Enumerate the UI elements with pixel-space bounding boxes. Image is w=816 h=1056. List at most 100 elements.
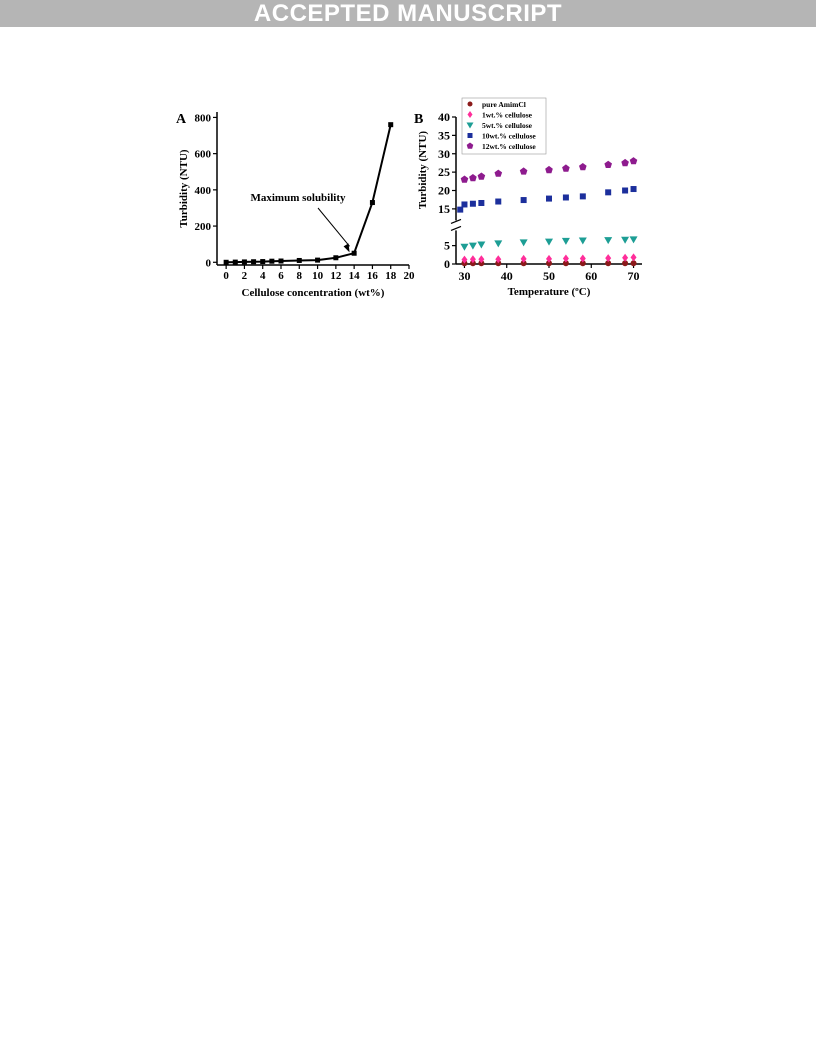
data-point-b-series-1 [546, 260, 552, 267]
data-point-b-series-2 [495, 255, 502, 264]
x-tick-label-a: 10 [312, 270, 324, 282]
y-tick-label-a: 600 [195, 149, 212, 161]
data-point-b-series-3 [545, 238, 553, 246]
y-tick-label-b: 25 [438, 165, 450, 179]
data-point-b-series-4 [562, 194, 569, 201]
y-axis-break-mark-b [450, 218, 462, 224]
legend-label-b: 12wt.% cellulose [482, 142, 536, 151]
data-point-b-series-3 [460, 243, 469, 251]
legend-label-b: 5wt.% cellulose [482, 121, 533, 130]
data-point-b-series-1 [579, 260, 586, 267]
x-tick-label-b: 70 [628, 269, 640, 283]
data-point-a [232, 259, 238, 265]
data-point-a [351, 250, 357, 256]
legend-marker-b [467, 101, 473, 107]
data-point-b-series-3 [477, 241, 486, 249]
x-tick-label-a: 14 [349, 270, 361, 282]
y-tick-label-a: 0 [206, 257, 212, 269]
data-point-a [251, 259, 257, 265]
data-point-b-series-2 [622, 253, 629, 262]
data-point-b-series-3 [629, 236, 638, 244]
y-axis-break-mark-b [450, 225, 462, 231]
x-axis-title-a: Cellulose concentration (wt%) [242, 287, 385, 299]
data-point-b-series-3 [519, 239, 528, 247]
y-tick-label-b: 0 [444, 257, 450, 271]
data-point-b-series-2 [469, 255, 476, 264]
x-tick-label-a: 4 [260, 270, 266, 282]
data-point-b-series-2 [562, 254, 569, 263]
data-point-b-series-2 [605, 254, 612, 263]
y-axis-title-a: Turbidity (NTU) [178, 149, 190, 227]
y-tick-label-b: 20 [438, 184, 450, 198]
data-point-b-series-4 [520, 197, 527, 204]
y-tick-label-b: 15 [438, 202, 450, 216]
data-point-b-series-2 [630, 253, 637, 262]
x-tick-label-a: 0 [223, 270, 229, 282]
legend-marker-b [467, 111, 473, 118]
data-point-b-series-1 [495, 260, 502, 267]
data-point-b-series-4 [546, 195, 552, 202]
x-tick-label-a: 18 [385, 270, 397, 282]
legend-label-b: 10wt.% cellulose [482, 132, 536, 141]
legend-label-b: pure AmimCl [482, 100, 526, 109]
data-point-b-series-3 [494, 240, 503, 248]
data-point-b-series-4 [630, 186, 637, 193]
data-point-b-series-3 [561, 237, 570, 245]
panel-label-b: B [414, 112, 423, 127]
y-tick-label-b: 40 [438, 110, 450, 124]
data-point-a [260, 259, 266, 265]
x-tick-label-b: 30 [458, 269, 470, 283]
y-tick-label-a: 200 [195, 221, 212, 233]
x-tick-label-a: 12 [330, 270, 342, 282]
data-point-b-series-5 [494, 169, 503, 177]
data-point-b-series-5 [469, 174, 477, 182]
annotation-text-a: Maximum solubility [250, 192, 346, 204]
data-point-b-series-1 [622, 260, 629, 267]
data-point-b-series-1 [478, 260, 485, 267]
data-point-b-series-4 [605, 189, 612, 196]
data-point-b-series-2 [546, 254, 552, 263]
legend-label-b: 1wt.% cellulose [482, 111, 533, 120]
data-point-b-series-4 [495, 198, 502, 205]
data-point-b-series-5 [519, 167, 528, 175]
legend-marker-b [467, 133, 473, 138]
data-point-a [223, 259, 229, 265]
panel-label-a: A [176, 112, 187, 127]
data-point-a [269, 258, 275, 264]
data-point-b-series-5 [460, 175, 469, 183]
data-point-b-series-2 [520, 254, 527, 263]
y-tick-label-b: 35 [438, 128, 450, 142]
y-tick-label-a: 800 [195, 112, 212, 124]
data-point-b-series-1 [605, 260, 612, 267]
annotation-arrow-head-a [343, 243, 350, 253]
y-axis-break-gap-b [453, 220, 459, 231]
data-point-b-series-4 [579, 193, 586, 200]
data-point-a [388, 122, 394, 128]
legend-marker-b [466, 142, 474, 149]
data-point-a [333, 255, 339, 261]
data-point-b-series-5 [629, 157, 638, 165]
data-point-b-series-2 [478, 255, 485, 264]
y-tick-label-b: 5 [444, 239, 450, 253]
y-axis-title-b: Turbidity (NTU) [417, 131, 429, 209]
x-tick-label-a: 6 [278, 270, 284, 282]
annotation-arrow-line-a [317, 207, 350, 247]
data-point-b-series-3 [604, 237, 613, 245]
x-tick-label-a: 16 [367, 270, 379, 282]
data-point-a [241, 259, 247, 265]
x-tick-label-a: 20 [404, 270, 416, 282]
data-point-b-series-1 [520, 260, 527, 267]
x-axis-title-b: Temperature (ºC) [508, 286, 591, 298]
accepted-manuscript-banner: ACCEPTED MANUSCRIPT [0, 0, 816, 27]
x-tick-label-b: 50 [543, 269, 555, 283]
data-point-b-series-5 [579, 163, 587, 171]
data-point-b-series-4 [622, 187, 629, 194]
x-tick-label-b: 60 [585, 269, 597, 283]
x-tick-label-b: 40 [501, 269, 513, 283]
data-point-b-series-4 [461, 201, 468, 208]
data-point-a [369, 200, 375, 206]
data-point-b-series-2 [461, 255, 468, 264]
